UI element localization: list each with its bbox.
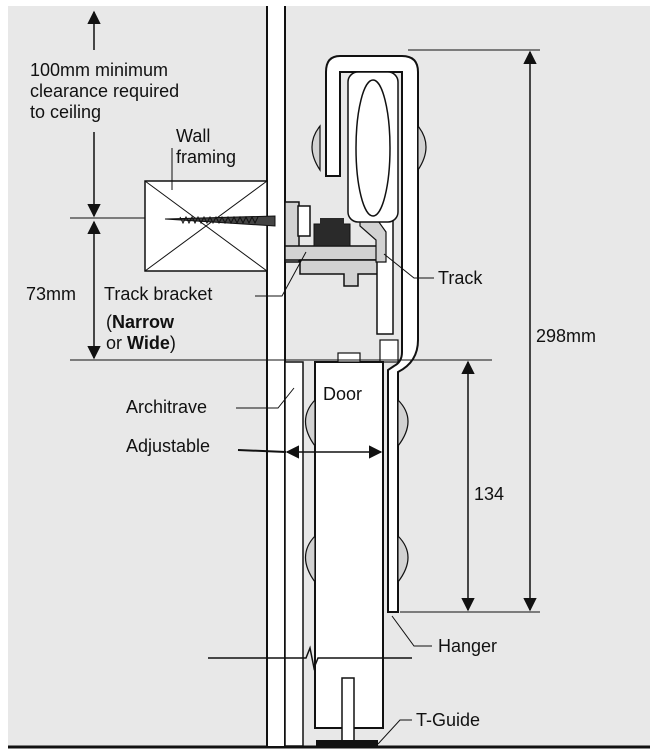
wall-framing-line-1: Wall (176, 126, 211, 146)
clearance-line-3: to ceiling (30, 102, 102, 122)
wall-framing-label: Wall framing (176, 126, 236, 168)
t-guide-stem (341, 677, 355, 743)
bracket-washer (297, 205, 311, 237)
paren-close: ) (169, 333, 176, 353)
dim-298-label: 298mm (536, 326, 597, 346)
wall-framing-line-2: framing (176, 147, 237, 167)
t-guide-label: T-Guide (416, 710, 481, 730)
door (314, 361, 384, 729)
hanger (325, 55, 419, 613)
wheel-pad-left (311, 124, 321, 172)
door-pad-left-lower (304, 534, 316, 584)
dim-134-label: 134 (474, 484, 505, 504)
adjustable-label: Adjustable (126, 436, 211, 456)
bracket-nut-top (320, 218, 344, 226)
track-label: Track (438, 268, 483, 288)
paren-open: ( (106, 312, 112, 332)
break-line (208, 645, 412, 671)
track-bracket-label: Track bracket (104, 284, 213, 304)
architrave (284, 361, 304, 747)
door-pad-right-lower (397, 534, 409, 584)
wheel-pad-right (417, 124, 427, 172)
wall (267, 6, 285, 746)
architrave-label: Architrave (126, 397, 208, 417)
clearance-label: 100mm minimum clearance required to ceil… (30, 60, 179, 123)
wide-option: Wide (127, 333, 170, 353)
leader-adjustable (237, 449, 287, 453)
bracket-narrow-line: (Narrow (106, 312, 174, 333)
or-text: or (106, 333, 128, 353)
bracket-wide-line: or Wide) (106, 333, 176, 354)
t-guide-base (316, 740, 378, 747)
leader-track-bracket (255, 251, 307, 297)
screw-thread (179, 215, 259, 225)
door-top-fitting (337, 352, 361, 363)
leader-t-guide (377, 719, 412, 745)
dim-73-label: 73mm (26, 284, 77, 304)
leader-track (383, 253, 434, 279)
wheel-inner (355, 79, 391, 217)
hanger-label: Hanger (438, 636, 498, 656)
leader-architrave (236, 387, 295, 409)
hanger-connector (379, 339, 399, 363)
door-label: Door (323, 384, 363, 404)
framing-cross-2 (144, 180, 268, 272)
door-pad-right-upper (397, 398, 409, 448)
bracket-horizontal (284, 245, 386, 261)
narrow-option: Narrow (112, 312, 175, 332)
leader-hanger (391, 615, 432, 647)
bracket-nut (313, 223, 351, 247)
clearance-line-2: clearance required (30, 81, 180, 101)
clearance-line-1: 100mm minimum (30, 60, 169, 80)
